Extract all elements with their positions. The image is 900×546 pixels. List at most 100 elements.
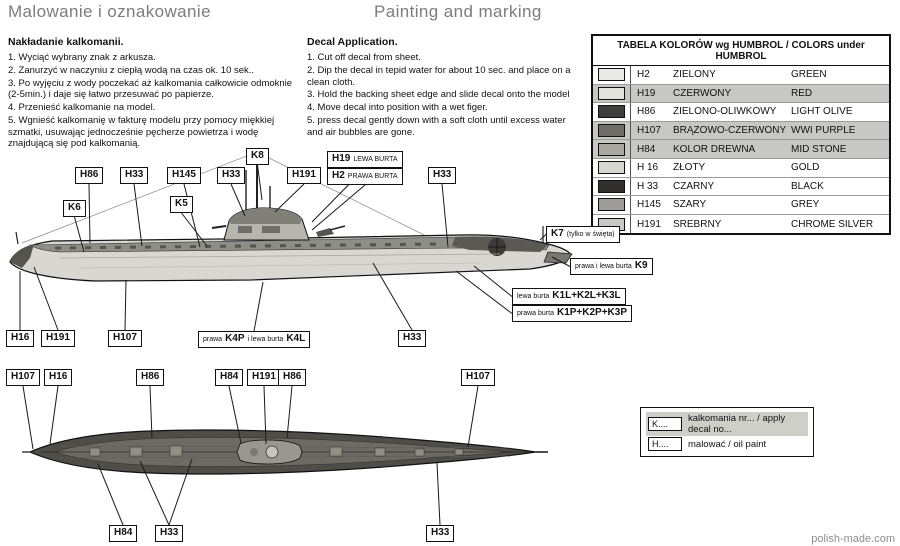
instruction-step: 1. Wyciąć wybrany znak z arkusza. (8, 52, 156, 64)
callout-code: H107 (113, 332, 137, 343)
color-swatch-cell (593, 177, 631, 196)
color-name-pl: ZŁOTY (673, 162, 706, 174)
color-name-en: WWI PURPLE (791, 125, 856, 137)
instruction-step: 1. Cut off decal from sheet. (307, 52, 421, 64)
color-name-pl: CZARNY (673, 180, 715, 192)
callout-note: prawa burta (517, 310, 554, 317)
callout-label: H191 (247, 369, 281, 386)
callout-code: H84 (114, 527, 133, 538)
callout-code: H33 (403, 332, 422, 343)
instruction-step: 4. Przenieść kalkomanie na model. (8, 102, 156, 114)
callout-code: K1L+K2L+K3L (552, 290, 621, 301)
callout-code: H191 (292, 169, 316, 180)
color-code: H107 (637, 125, 661, 137)
color-name-pl: ZIELONY (673, 69, 716, 81)
callout-note: PRAWA BURTA (347, 173, 398, 180)
callout-code: H33 (125, 169, 144, 180)
callout-label: K6 (63, 200, 86, 217)
callout-note: lewa burta (517, 293, 550, 300)
legend-row: K....kalkomania nr... / apply decal no..… (646, 412, 808, 436)
color-code: H145 (637, 199, 661, 211)
callout-label: H145 (167, 167, 201, 184)
steps-pl: 1. Wyciąć wybrany znak z arkusza.2. Zanu… (8, 52, 300, 150)
color-code: H191 (637, 218, 661, 230)
callout-label: H107 (6, 369, 40, 386)
color-swatch (598, 68, 625, 82)
callout-label: K5 (170, 196, 193, 213)
callout-code: H19 (332, 153, 351, 164)
color-swatch-cell (593, 66, 631, 84)
instruction-step: 3. Hold the backing sheet edge and slide… (307, 89, 570, 101)
color-name-en: LIGHT OLIVE (791, 106, 853, 118)
callout-label: H86 (136, 369, 165, 386)
callout-label: H107 (461, 369, 495, 386)
callout-label: H84 (109, 525, 138, 542)
callout-label: K7(tylko w święta) (546, 226, 620, 243)
callout-note: i lewa burta (247, 336, 284, 343)
color-name-en: CHROME SILVER (791, 218, 874, 230)
color-table-title: TABELA KOLORÓW wg HUMBROL / COLORS under… (593, 36, 889, 66)
instructions-polish-title: Nakładanie kalkomanii. (8, 36, 124, 48)
color-name-en: GREEN (791, 69, 827, 81)
callout-note: prawa (203, 336, 223, 343)
callout-label: H33 (155, 525, 184, 542)
color-swatch-cell (593, 196, 631, 214)
submarine-top-view (22, 429, 548, 475)
color-code: H84 (637, 143, 656, 155)
color-name-en: GOLD (791, 162, 820, 174)
callout-note: LEWA BURTA (353, 156, 398, 163)
callout-code: K4L (286, 333, 306, 344)
callout-code: K5 (175, 198, 188, 209)
color-table-row: H19 CZERWONY RED (593, 84, 889, 104)
callout-label: H33 (217, 167, 246, 184)
color-swatch (598, 105, 625, 119)
callout-label: H33 (426, 525, 455, 542)
color-swatch-cell (593, 121, 631, 140)
callout-code: H16 (49, 371, 68, 382)
color-name-en: BLACK (791, 180, 824, 192)
legend-box: K....kalkomania nr... / apply decal no..… (640, 407, 814, 457)
callout-code: H107 (11, 371, 35, 382)
callout-code: H33 (431, 527, 450, 538)
color-swatch (598, 124, 625, 138)
instructions-english: Decal Application. 1. Cut off decal from… (307, 36, 579, 139)
color-name-pl: CZERWONY (673, 87, 732, 99)
callout-label: H86 (75, 167, 104, 184)
color-name-en: RED (791, 87, 813, 99)
callout-label: H191 (41, 330, 75, 347)
legend-rows: K....kalkomania nr... / apply decal no..… (646, 412, 808, 452)
color-table-row: H 33 CZARNY BLACK (593, 177, 889, 197)
instructions-polish: Nakładanie kalkomanii. 1. Wyciąć wybrany… (8, 36, 300, 151)
color-name-en: GREY (791, 199, 820, 211)
color-swatch (598, 198, 625, 212)
callout-label: H33 (398, 330, 427, 347)
callout-code: K8 (251, 150, 264, 161)
color-code: H 33 (637, 180, 659, 192)
steps-en: 1. Cut off decal from sheet.2. Dip the d… (307, 52, 579, 138)
color-swatch (598, 179, 625, 193)
callout-code: H191 (252, 371, 276, 382)
color-code: H19 (637, 87, 656, 99)
callout-label: H16 (6, 330, 35, 347)
callout-code: K9 (634, 260, 648, 271)
callout-code: H86 (141, 371, 160, 382)
page-title-polish: Malowanie i oznakowanie (8, 2, 211, 21)
callout-code: K1P+K2P+K3P (556, 307, 628, 318)
watermark: polish-made.com (811, 533, 895, 545)
color-name-pl: SREBRNY (673, 218, 722, 230)
callout-label: K8 (246, 148, 269, 165)
callout-code: H86 (283, 371, 302, 382)
